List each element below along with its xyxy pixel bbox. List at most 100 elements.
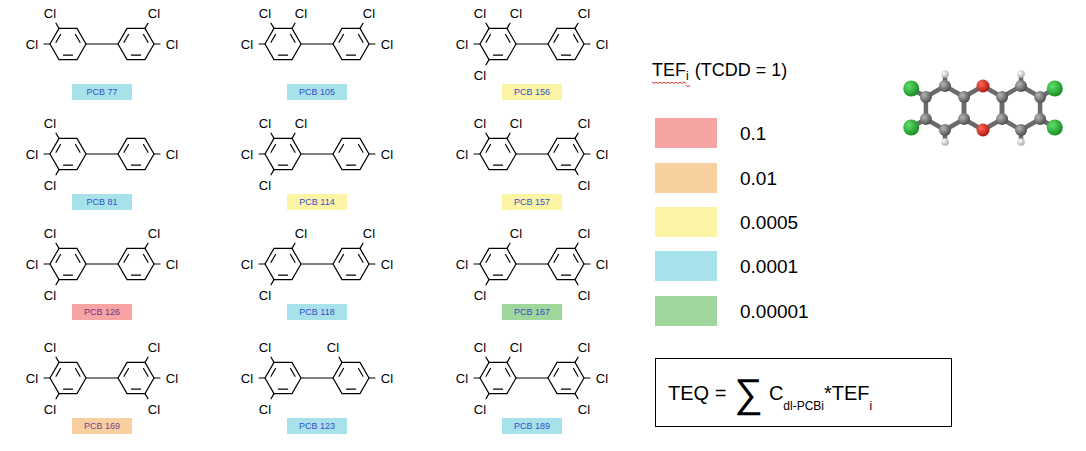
benzene-ring	[548, 362, 584, 393]
biphenyl-bond	[516, 43, 548, 44]
double-bond	[347, 165, 356, 166]
substituent-bond	[339, 357, 342, 362]
substituent-bond	[271, 357, 274, 362]
substituent-bond	[575, 243, 578, 248]
chlorine-ball	[903, 120, 919, 136]
substituent-bond	[360, 23, 363, 28]
substituent-bond	[575, 357, 578, 362]
hydrogen-atom	[1017, 138, 1025, 146]
substituent-bond	[44, 377, 50, 378]
benzene-ring	[333, 362, 369, 393]
substituent-bond	[486, 280, 489, 285]
carbon-atom	[920, 113, 932, 125]
double-bond	[339, 35, 344, 43]
chlorine-atom: Cl	[456, 38, 468, 51]
carbon-atom	[920, 91, 932, 103]
chlorine-atom: Cl	[26, 38, 38, 51]
legend-swatch	[655, 207, 717, 237]
double-bond	[271, 145, 276, 153]
substituent-bond	[56, 394, 59, 399]
double-bond	[347, 275, 356, 276]
chlorine-atom: Cl	[241, 148, 253, 161]
substituent-bond	[486, 394, 489, 399]
carbon-atom	[1015, 80, 1027, 92]
chlorine-atom: Cl	[26, 258, 38, 271]
double-bond	[486, 35, 491, 43]
carbon-atom	[939, 124, 951, 136]
substituent-bond	[584, 263, 590, 264]
double-bond	[76, 369, 81, 377]
substituent-bond	[259, 377, 265, 378]
substituent-bond	[575, 170, 578, 175]
hydrogen-atom	[1017, 70, 1025, 78]
substituent-bond	[44, 263, 50, 264]
congener-name: PCB 123	[299, 422, 335, 431]
double-bond	[144, 369, 149, 377]
double-bond	[64, 275, 73, 276]
substituent-bond	[292, 133, 295, 138]
substituent-bond	[271, 170, 274, 175]
substituent-bond	[507, 23, 510, 28]
legend-swatch	[655, 296, 717, 326]
substituent-bond	[369, 153, 375, 154]
chlorine-atom: Cl	[166, 258, 178, 271]
double-bond	[132, 275, 141, 276]
double-bond	[339, 145, 344, 153]
substituent-bond	[259, 153, 265, 154]
benzene-ring	[333, 248, 369, 279]
benzene-ring	[265, 138, 301, 169]
double-bond	[132, 55, 141, 56]
biphenyl-bond	[516, 263, 548, 264]
double-bond	[494, 55, 503, 56]
chlorine-atom: Cl	[148, 403, 160, 416]
substituent-bond	[369, 43, 375, 44]
chlorine-atom: Cl	[474, 116, 486, 129]
congener-label: PCB 105	[287, 84, 347, 100]
benzene-ring	[118, 362, 154, 393]
benzene-ring	[118, 138, 154, 169]
biphenyl-bond	[86, 43, 118, 44]
substituent-bond	[486, 133, 489, 138]
benzene-ring	[480, 28, 516, 59]
substituent-bond	[584, 377, 590, 378]
substituent-bond	[474, 377, 480, 378]
tef-reference: (TCDD = 1)	[695, 60, 788, 80]
chlorine-atom: Cl	[596, 258, 608, 271]
spelling-underline	[652, 82, 686, 84]
double-bond	[506, 255, 511, 263]
chlorine-atom: Cl	[259, 340, 271, 353]
substituent-bond	[271, 23, 274, 28]
congener-label: PCB 114	[287, 194, 347, 210]
oxygen-atom	[977, 80, 990, 93]
chlorine-atom: Cl	[295, 6, 307, 19]
benzene-ring	[480, 248, 516, 279]
chlorine-atom: Cl	[44, 226, 56, 239]
chlorine-atom: Cl	[381, 258, 393, 271]
chlorine-atom: Cl	[381, 38, 393, 51]
substituent-bond	[575, 280, 578, 285]
chlorine-atom: Cl	[578, 116, 590, 129]
substituent-bond	[259, 263, 265, 264]
benzene-ring	[50, 362, 86, 393]
substituent-bond	[145, 357, 148, 362]
double-bond	[56, 35, 61, 43]
congener-name: PCB 126	[84, 308, 120, 317]
congener-name: PCB 77	[86, 88, 117, 97]
substituent-bond	[584, 43, 590, 44]
double-bond	[279, 165, 288, 166]
substituent-bond	[145, 394, 148, 399]
double-bond	[562, 389, 571, 390]
chlorine-ball	[1047, 81, 1063, 97]
chlorine-atom: Cl	[596, 148, 608, 161]
congener-label: PCB 156	[502, 84, 562, 100]
double-bond	[279, 389, 288, 390]
substituent-bond	[486, 23, 489, 28]
congener-name: PCB 167	[514, 308, 550, 317]
chlorine-atom: Cl	[578, 340, 590, 353]
chlorine-atom: Cl	[578, 289, 590, 302]
double-bond	[76, 145, 81, 153]
double-bond	[359, 145, 364, 153]
carbon-atom	[1034, 113, 1046, 125]
spelling-underline	[686, 85, 690, 87]
substituent-bond	[145, 23, 148, 28]
